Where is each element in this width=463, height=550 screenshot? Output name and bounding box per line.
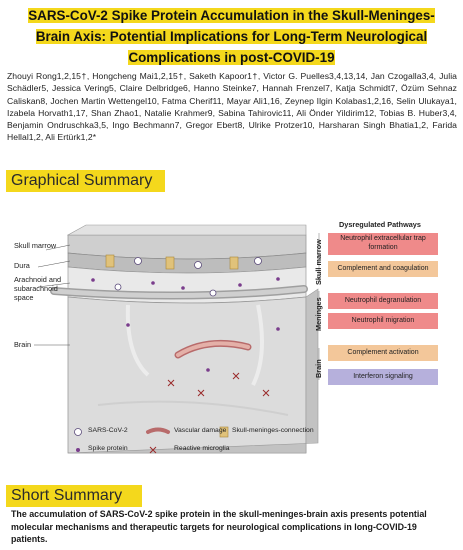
sars-legend-icon <box>74 428 82 436</box>
legend-sars: SARS-CoV-2 <box>88 427 128 434</box>
pathway-interferon-signaling: Interferon signaling <box>328 369 438 385</box>
label-dura: Dura <box>14 261 30 270</box>
pathway-net-formation: Neutrophil extracellular trap formation <box>328 233 438 255</box>
label-brain: Brain <box>14 340 32 349</box>
title-line-2: Brain Axis: Potential Implications for L… <box>35 29 428 44</box>
vascular-legend-icon <box>146 427 170 434</box>
skull-marrow-layer <box>67 234 307 260</box>
legend-sars-label: SARS-CoV-2 <box>88 427 128 434</box>
title-line-1: SARS-CoV-2 Spike Protein Accumulation in… <box>28 8 435 23</box>
title-line-3: Complications in post-COVID-19 <box>128 50 335 65</box>
paper-title: SARS-CoV-2 Spike Protein Accumulation in… <box>6 5 457 68</box>
legend-connection-label: Skull-meninges-connection <box>232 427 314 434</box>
label-skull-marrow: Skull marrow <box>14 241 57 250</box>
legend-spike: Spike protein <box>88 445 128 452</box>
short-summary-heading: Short Summary <box>6 485 142 507</box>
legend-vascular: Vascular damage <box>174 427 226 434</box>
pathway-neutrophil-migration: Neutrophil migration <box>328 313 438 329</box>
region-label-skull-marrow: Skull marrow <box>314 239 323 285</box>
region-label-meninges: Meninges <box>314 297 323 331</box>
spike-legend-icon <box>76 448 80 452</box>
legend-connection: Skull-meninges-connection <box>232 427 314 434</box>
microglia-legend-icon <box>149 446 157 454</box>
legend-microglia-label: Reactive microglia <box>174 445 230 452</box>
graphical-summary-heading: Graphical Summary <box>6 170 165 192</box>
legend-microglia: Reactive microglia <box>174 445 230 452</box>
connection-legend-icon <box>219 426 229 438</box>
legend-vascular-label: Vascular damage <box>174 427 227 434</box>
pathway-neutrophil-degranulation: Neutrophil degranulation <box>328 293 438 309</box>
short-summary-text: The accumulation of SARS-CoV-2 spike pro… <box>11 509 427 544</box>
pathways-title: Dysregulated Pathways <box>339 220 421 229</box>
label-arachnoid: Arachnoid and subarachnoid space <box>14 275 62 302</box>
legend-spike-label: Spike protein <box>88 445 128 452</box>
pathway-complement-activation: Complement activation <box>328 345 438 361</box>
region-label-brain: Brain <box>314 359 323 378</box>
author-list: Zhouyi Rong1,2,15†, Hongcheng Mai1,2,15†… <box>7 71 457 143</box>
pathway-complement-coagulation: Complement and coagulation <box>328 261 438 277</box>
graphical-summary-figure: Skull marrow Dura Arachnoid and subarach… <box>8 205 460 477</box>
figure-illustration <box>34 224 320 454</box>
